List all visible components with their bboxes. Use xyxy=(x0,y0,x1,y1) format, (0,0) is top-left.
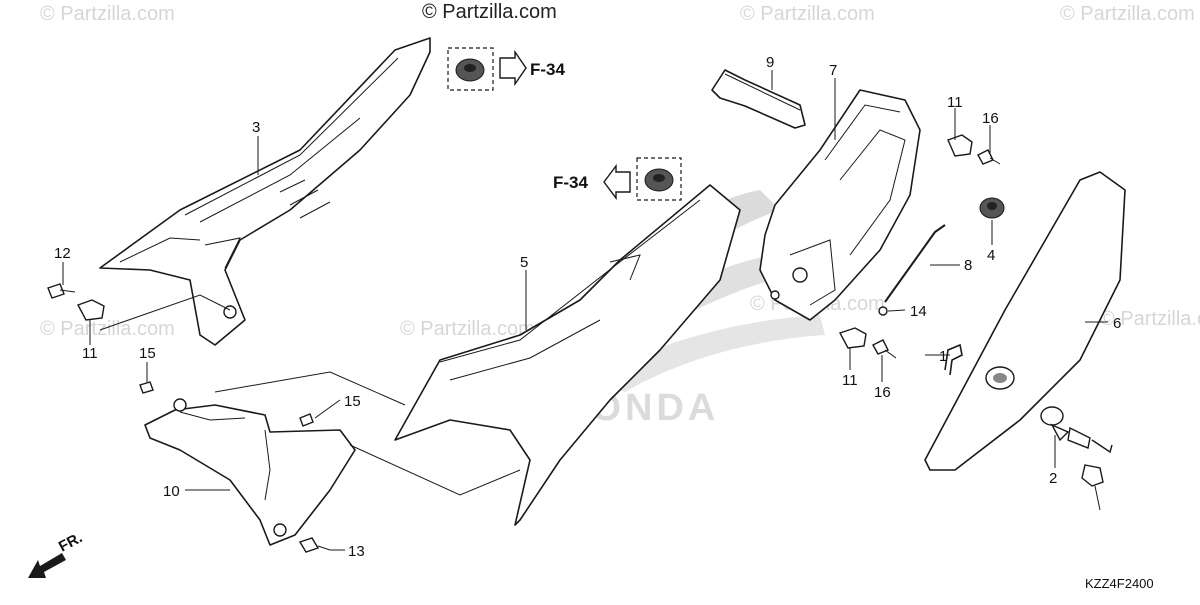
grommet-ref-top: F-34 xyxy=(447,47,566,91)
callout-5: 5 xyxy=(520,254,528,271)
watermark-text: © Partzilla.com xyxy=(1060,3,1195,25)
callout-15: 15 xyxy=(139,345,156,362)
callout-16: 16 xyxy=(874,384,891,401)
callout-8: 8 xyxy=(964,257,972,274)
part-4-grommet[interactable] xyxy=(979,197,1005,219)
callout-10: 10 xyxy=(163,483,180,500)
callout-11: 11 xyxy=(947,94,963,111)
watermark-text: © Partzilla.com xyxy=(1100,308,1200,330)
part-7-inner-cover[interactable] xyxy=(759,89,921,321)
callout-4: 4 xyxy=(987,247,995,264)
callout-9: 9 xyxy=(766,54,774,71)
callout-14: 14 xyxy=(910,303,927,320)
reference-f34-middle: F-34 xyxy=(553,173,589,192)
callout-12: 12 xyxy=(54,245,71,262)
part-5-left-side-cover[interactable] xyxy=(394,184,741,526)
part-1-clip[interactable] xyxy=(944,343,963,376)
part-9-rubber-strap[interactable] xyxy=(711,69,806,129)
callout-13: 13 xyxy=(348,543,365,560)
hardware-fasteners xyxy=(47,134,1001,553)
callout-11: 11 xyxy=(842,372,858,389)
diagram-code: KZZ4F2400 xyxy=(1085,576,1154,591)
callout-1: 1 xyxy=(939,348,947,365)
callout-2: 2 xyxy=(1049,470,1057,487)
callout-6: 6 xyxy=(1113,315,1121,332)
callout-16: 16 xyxy=(982,110,999,127)
callout-7: 7 xyxy=(829,62,837,79)
callout-11: 11 xyxy=(82,345,98,362)
front-direction-arrow: FR. xyxy=(28,529,85,578)
watermark-text: © Partzilla.com xyxy=(40,318,175,340)
part-6-right-side-cover[interactable] xyxy=(924,171,1126,471)
direction-label: FR. xyxy=(56,529,85,555)
watermark-text: © Partzilla.com xyxy=(40,3,175,25)
watermark-text: © Partzilla.com xyxy=(740,3,875,25)
watermark-layer: © Partzilla.com © Partzilla.com © Partzi… xyxy=(40,1,1200,340)
callout-3: 3 xyxy=(252,119,260,136)
watermark-top: © Partzilla.com xyxy=(422,1,557,23)
part-10-lower-cover[interactable] xyxy=(144,398,356,546)
leader-lines xyxy=(62,70,1108,551)
callout-15: 15 xyxy=(344,393,361,410)
part-2-lock-and-keys[interactable] xyxy=(1040,406,1113,511)
grommet-ref-middle: F-34 xyxy=(553,157,682,201)
watermark-text: © Partzilla.com xyxy=(400,318,535,340)
part-3-left-side-cover-upper[interactable] xyxy=(99,37,431,346)
callout-numbers: 1 2 3 4 5 6 7 8 9 10 11 11 11 12 13 14 1… xyxy=(54,54,1121,560)
part-8-rod[interactable] xyxy=(884,224,946,303)
reference-f34-top: F-34 xyxy=(530,60,566,79)
